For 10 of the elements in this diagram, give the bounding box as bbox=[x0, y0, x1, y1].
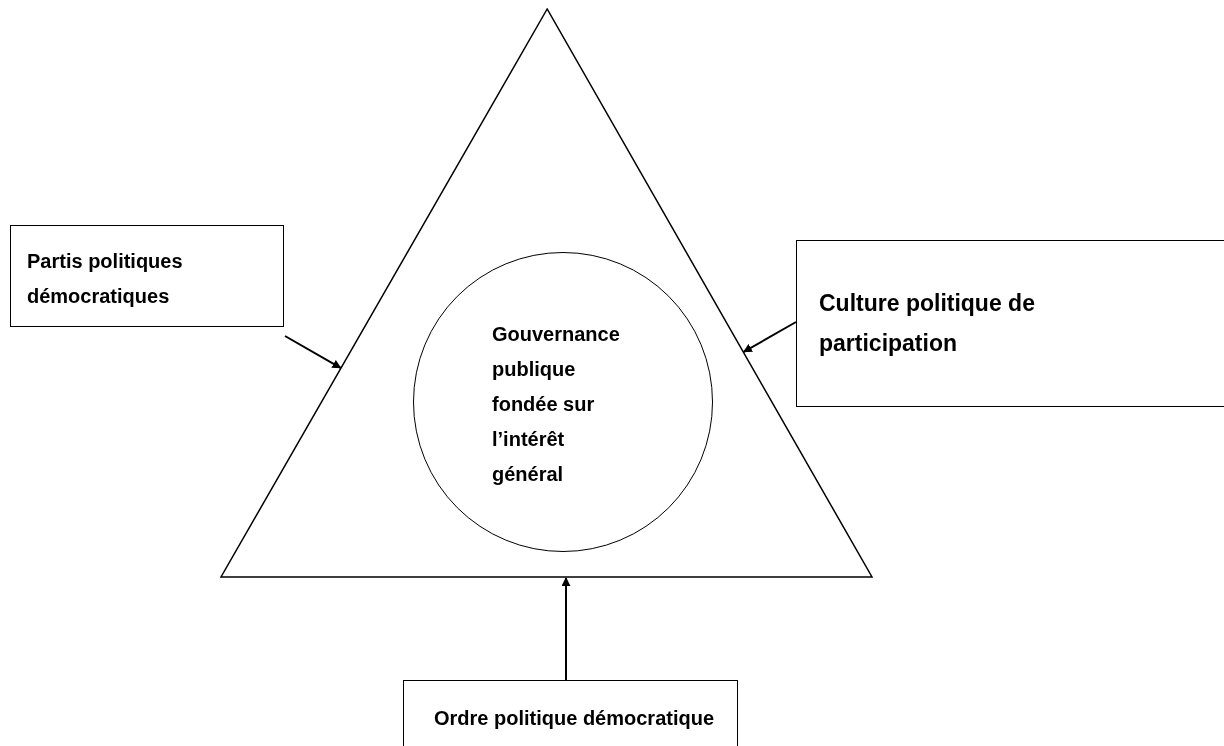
arrow bbox=[561, 577, 571, 681]
node-label: Gouvernance publique fondée sur l’intérêt général bbox=[492, 322, 621, 487]
text-box bbox=[796, 240, 1224, 407]
box-label: Ordre politique démocratique bbox=[434, 706, 716, 731]
box-label: Partis politiques démocratiques bbox=[27, 249, 184, 309]
arrow bbox=[284, 335, 342, 369]
arrow bbox=[742, 321, 797, 353]
box-label: Culture politique de participation bbox=[819, 289, 1036, 359]
text-box bbox=[10, 225, 284, 327]
text-box bbox=[403, 680, 738, 746]
